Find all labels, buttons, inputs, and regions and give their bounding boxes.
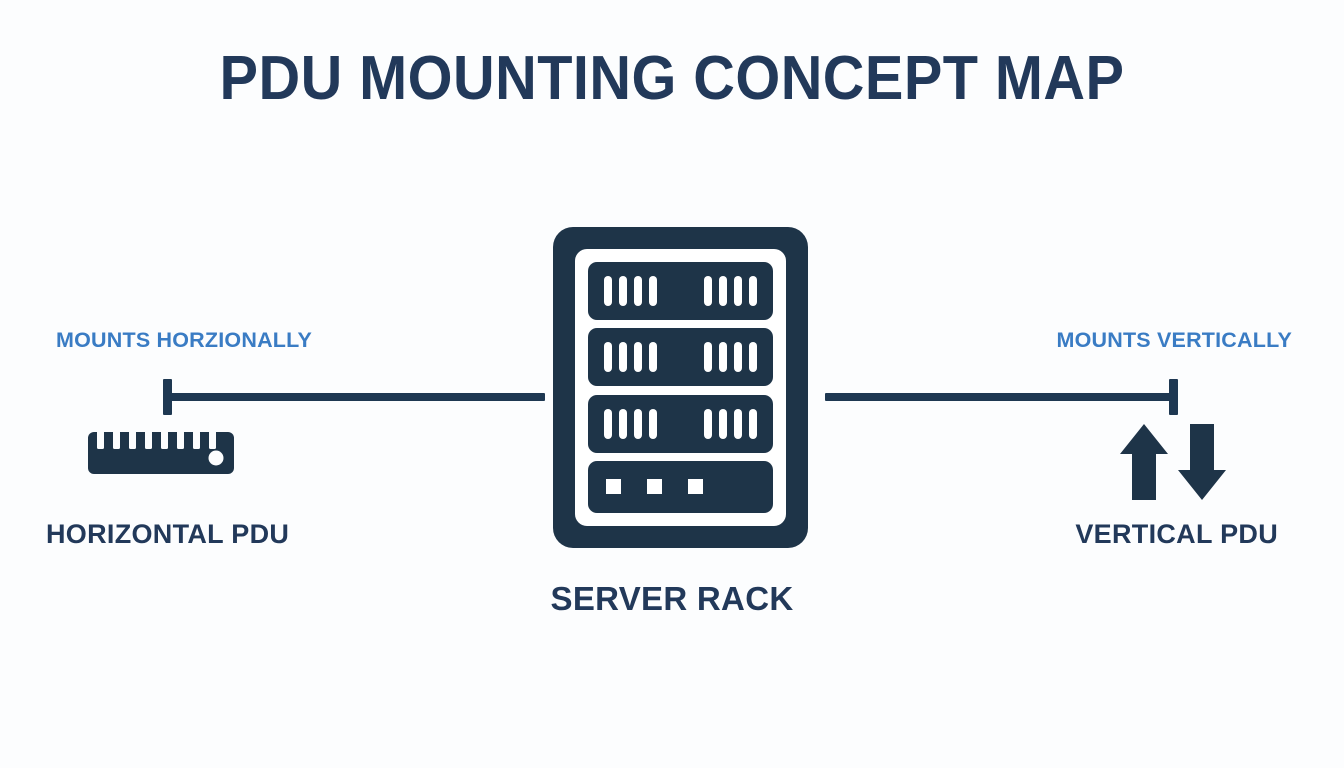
- rack-slot-group: [604, 342, 657, 373]
- horizontal-pdu-ruler-icon: [88, 431, 234, 474]
- node-caption-horizontal-pdu: HORIZONTAL PDU: [46, 519, 290, 549]
- rack-inner-frame: [575, 249, 786, 526]
- rack-slot-group: [604, 408, 657, 439]
- node-caption-server-rack: SERVER RACK: [550, 580, 794, 617]
- rack-port-shelf: [588, 460, 773, 513]
- rack-slot-group: [704, 276, 757, 306]
- connector-line-left: [163, 393, 545, 401]
- edge-label-mounts-vertically: MOUNTS VERTICALLY: [1056, 328, 1292, 352]
- rack-shelf: [588, 394, 773, 453]
- rack-slot-group: [704, 408, 757, 439]
- connector-cap-right: [1169, 379, 1178, 415]
- server-rack-icon: [553, 227, 808, 548]
- arrow-down-icon: [1178, 424, 1226, 500]
- page-title: PDU MOUNTING CONCEPT MAP: [219, 44, 1125, 113]
- node-caption-vertical-pdu: VERTICAL PDU: [1075, 519, 1278, 549]
- arrow-up-icon: [1120, 424, 1168, 500]
- connector-line-right: [825, 393, 1178, 401]
- connector-cap-left: [163, 379, 172, 415]
- rack-port: [688, 479, 703, 495]
- vertical-pdu-arrows-icon: [1118, 424, 1228, 500]
- rack-slot-group: [704, 342, 757, 373]
- rack-slot-group: [604, 276, 657, 306]
- edge-label-mounts-horizontally: MOUNTS HORZIONALLY: [56, 328, 313, 352]
- rack-port: [606, 479, 621, 495]
- rack-port: [647, 479, 662, 495]
- rack-shelf: [588, 328, 773, 387]
- rack-shelf: [588, 262, 773, 320]
